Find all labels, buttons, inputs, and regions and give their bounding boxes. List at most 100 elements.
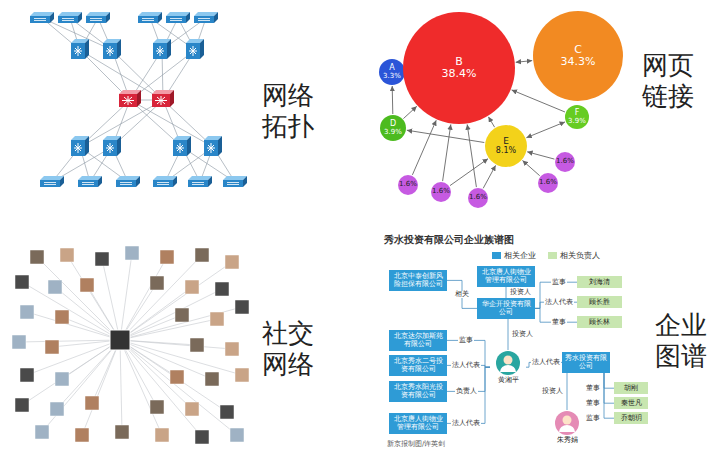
network-topology-illustration-part	[173, 136, 191, 156]
center-profile-photo	[110, 330, 130, 350]
network-topology-illustration-part	[71, 39, 89, 59]
relation-line	[604, 373, 614, 418]
person-box: 乔朝玥	[614, 412, 648, 424]
legend: 相关企业相关负责人	[492, 250, 600, 261]
relation-label: 法人代表	[451, 362, 481, 369]
network-topology-illustration-part	[103, 136, 121, 156]
page-circle: 1.6%	[431, 182, 451, 202]
company-name: 北京中泰创新风险担保有限公司	[391, 272, 445, 289]
link-arrow	[488, 117, 494, 127]
network-topology-illustration-part	[166, 12, 190, 23]
social-network-illustration	[12, 246, 249, 444]
person-name: 黄湘平	[490, 376, 526, 384]
relation-line	[567, 373, 568, 410]
page-letter: E	[503, 137, 509, 146]
page-circle: E8.1%	[485, 125, 527, 167]
person-node: 黄湘平	[490, 350, 526, 384]
network-topology-illustration-part	[116, 176, 140, 187]
legend-swatch	[548, 252, 557, 259]
network-topology-illustration-part	[194, 12, 218, 23]
legend-swatch	[492, 252, 501, 259]
relation-line	[447, 367, 490, 423]
page-rank-value: 34.3%	[561, 56, 596, 68]
company-name: 秀水投资有限公司	[564, 354, 608, 371]
relation-line	[535, 282, 577, 308]
link-arrow	[523, 161, 540, 176]
person-name: 乔朝玥	[616, 414, 646, 422]
page-circle: B38.4%	[403, 12, 515, 124]
relation-line	[508, 319, 509, 350]
network-topology-illustration-part	[223, 176, 247, 187]
page-rank-value: 3.9%	[568, 118, 586, 125]
relation-label: 法人代表	[451, 420, 481, 427]
page-rank-value: 1.6%	[432, 188, 450, 195]
network-topology-illustration-part	[138, 12, 162, 23]
relation-label: 投资人	[541, 388, 564, 395]
relation-label: 监事	[458, 337, 474, 344]
page-circle: 1.6%	[538, 173, 558, 193]
person-node: 朱秀娟	[549, 410, 585, 444]
relation-label: 监事	[551, 279, 567, 286]
relation-label: 法人代表	[531, 359, 561, 366]
page-letter: F	[575, 109, 580, 117]
link-arrow	[403, 106, 416, 118]
avatar-head	[504, 356, 513, 365]
network-topology-illustration-part	[153, 176, 177, 187]
avatar-ring	[555, 411, 579, 435]
page-letter: B	[455, 56, 463, 68]
page-circle: A3.3%	[379, 59, 405, 85]
topology-links	[42, 18, 235, 182]
page-circle: 1.6%	[555, 152, 575, 172]
relation-line	[604, 373, 614, 403]
source-note: 新京报制图/许英剑	[387, 440, 445, 448]
person-name: 朱秀娟	[549, 436, 585, 444]
relation-label: 监事	[585, 415, 601, 422]
link-arrow	[392, 86, 394, 114]
relation-label: 负责人	[455, 388, 478, 395]
company-box: 北京秀水阳光投资有限公司	[389, 381, 447, 402]
page-letter: D	[390, 120, 396, 128]
panel-title: 网页链接	[642, 50, 696, 112]
page-rank-value: 8.1%	[496, 147, 516, 155]
page-circle: C34.3%	[533, 11, 623, 101]
company-name: 北京唐人街物业管理有限公司	[391, 415, 445, 432]
relation-line	[447, 280, 477, 308]
profile-photos	[45, 250, 184, 442]
page-rank-value: 3.9%	[384, 129, 402, 136]
link-arrow	[443, 124, 451, 181]
avatar-head	[563, 416, 572, 425]
relation-label: 董事	[551, 319, 567, 326]
network-topology-illustration-part	[86, 12, 110, 23]
avatar-body	[500, 365, 516, 372]
company-name: 北京唐人街物业管理有限公司	[479, 268, 533, 285]
page-circle: D3.9%	[380, 115, 406, 141]
relation-line	[604, 373, 614, 388]
network-topology-illustration-part	[152, 90, 174, 107]
link-arrow	[407, 130, 485, 142]
link-arrow	[412, 120, 436, 175]
panel-title: 网络拓扑	[262, 80, 316, 142]
company-name: 北京达尔加斯苑有限公司	[391, 332, 445, 349]
person-box: 刘海清	[577, 276, 622, 288]
relation-label: 董事	[585, 400, 601, 407]
page-rank-value: 1.6%	[539, 179, 557, 186]
person-box: 胡刚	[614, 382, 648, 394]
company-box: 北京达尔加斯苑有限公司	[389, 330, 447, 351]
relation-label: 投资人	[509, 289, 532, 296]
page-rank-value: 1.6%	[399, 181, 417, 188]
panel-title: 社交网络	[262, 318, 316, 380]
link-arrow	[516, 61, 533, 63]
relation-label: 投资人	[511, 331, 534, 338]
person-name: 顾长胜	[579, 298, 620, 306]
company-box: 华企开投资有限公司	[477, 298, 535, 319]
person-avatar	[495, 350, 521, 376]
network-topology-illustration-part	[188, 176, 212, 187]
company-box: 北京秀水二号投资有限公司	[389, 355, 447, 376]
network-topology-illustration-part	[103, 39, 121, 59]
company-name: 北京秀水二号投资有限公司	[391, 357, 445, 374]
page-rank-value: 3.3%	[383, 73, 401, 80]
person-avatar	[554, 410, 580, 436]
relation-line	[506, 287, 507, 298]
person-name: 秦世凡	[616, 399, 646, 407]
